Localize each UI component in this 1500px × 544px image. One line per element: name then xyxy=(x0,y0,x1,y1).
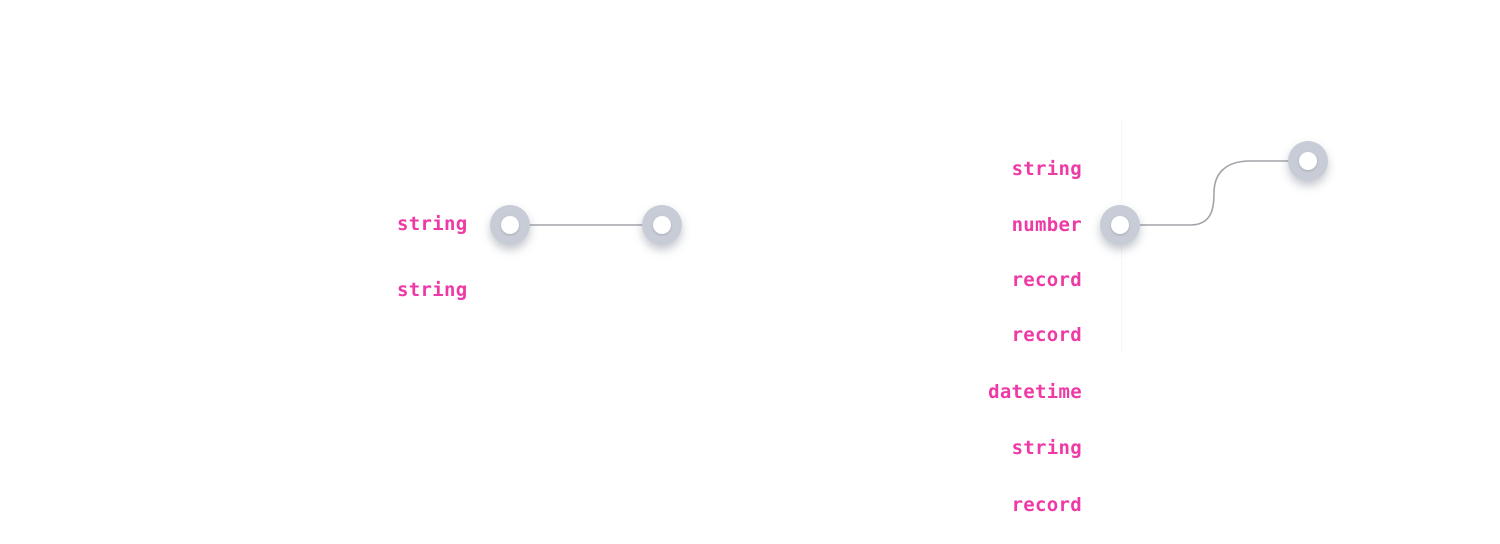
handle-dot-icon xyxy=(1299,152,1317,170)
handle-dot-icon xyxy=(1111,216,1129,234)
left-field-type-2: string xyxy=(397,279,468,301)
right-field-type-2: number xyxy=(1011,214,1082,236)
right-field-type-4: record xyxy=(1011,324,1082,346)
right-field-type-1: string xyxy=(1011,158,1082,180)
right-field-type-3: record xyxy=(1011,269,1082,291)
right-field-type-7: record xyxy=(1011,494,1082,516)
target-input-handle-1[interactable] xyxy=(642,205,682,245)
right-field-2-output-handle[interactable] xyxy=(1100,205,1140,245)
handle-dot-icon xyxy=(653,216,671,234)
handle-dot-icon xyxy=(501,216,519,234)
target-input-handle-2[interactable] xyxy=(1288,141,1328,181)
left-field-type-1: string xyxy=(397,213,468,235)
right-field-type-6: string xyxy=(1011,437,1082,459)
edge-right-number-to-target[interactable] xyxy=(1120,160,1308,226)
left-field-1-output-handle[interactable] xyxy=(490,205,530,245)
right-field-type-5: datetime xyxy=(988,381,1082,403)
